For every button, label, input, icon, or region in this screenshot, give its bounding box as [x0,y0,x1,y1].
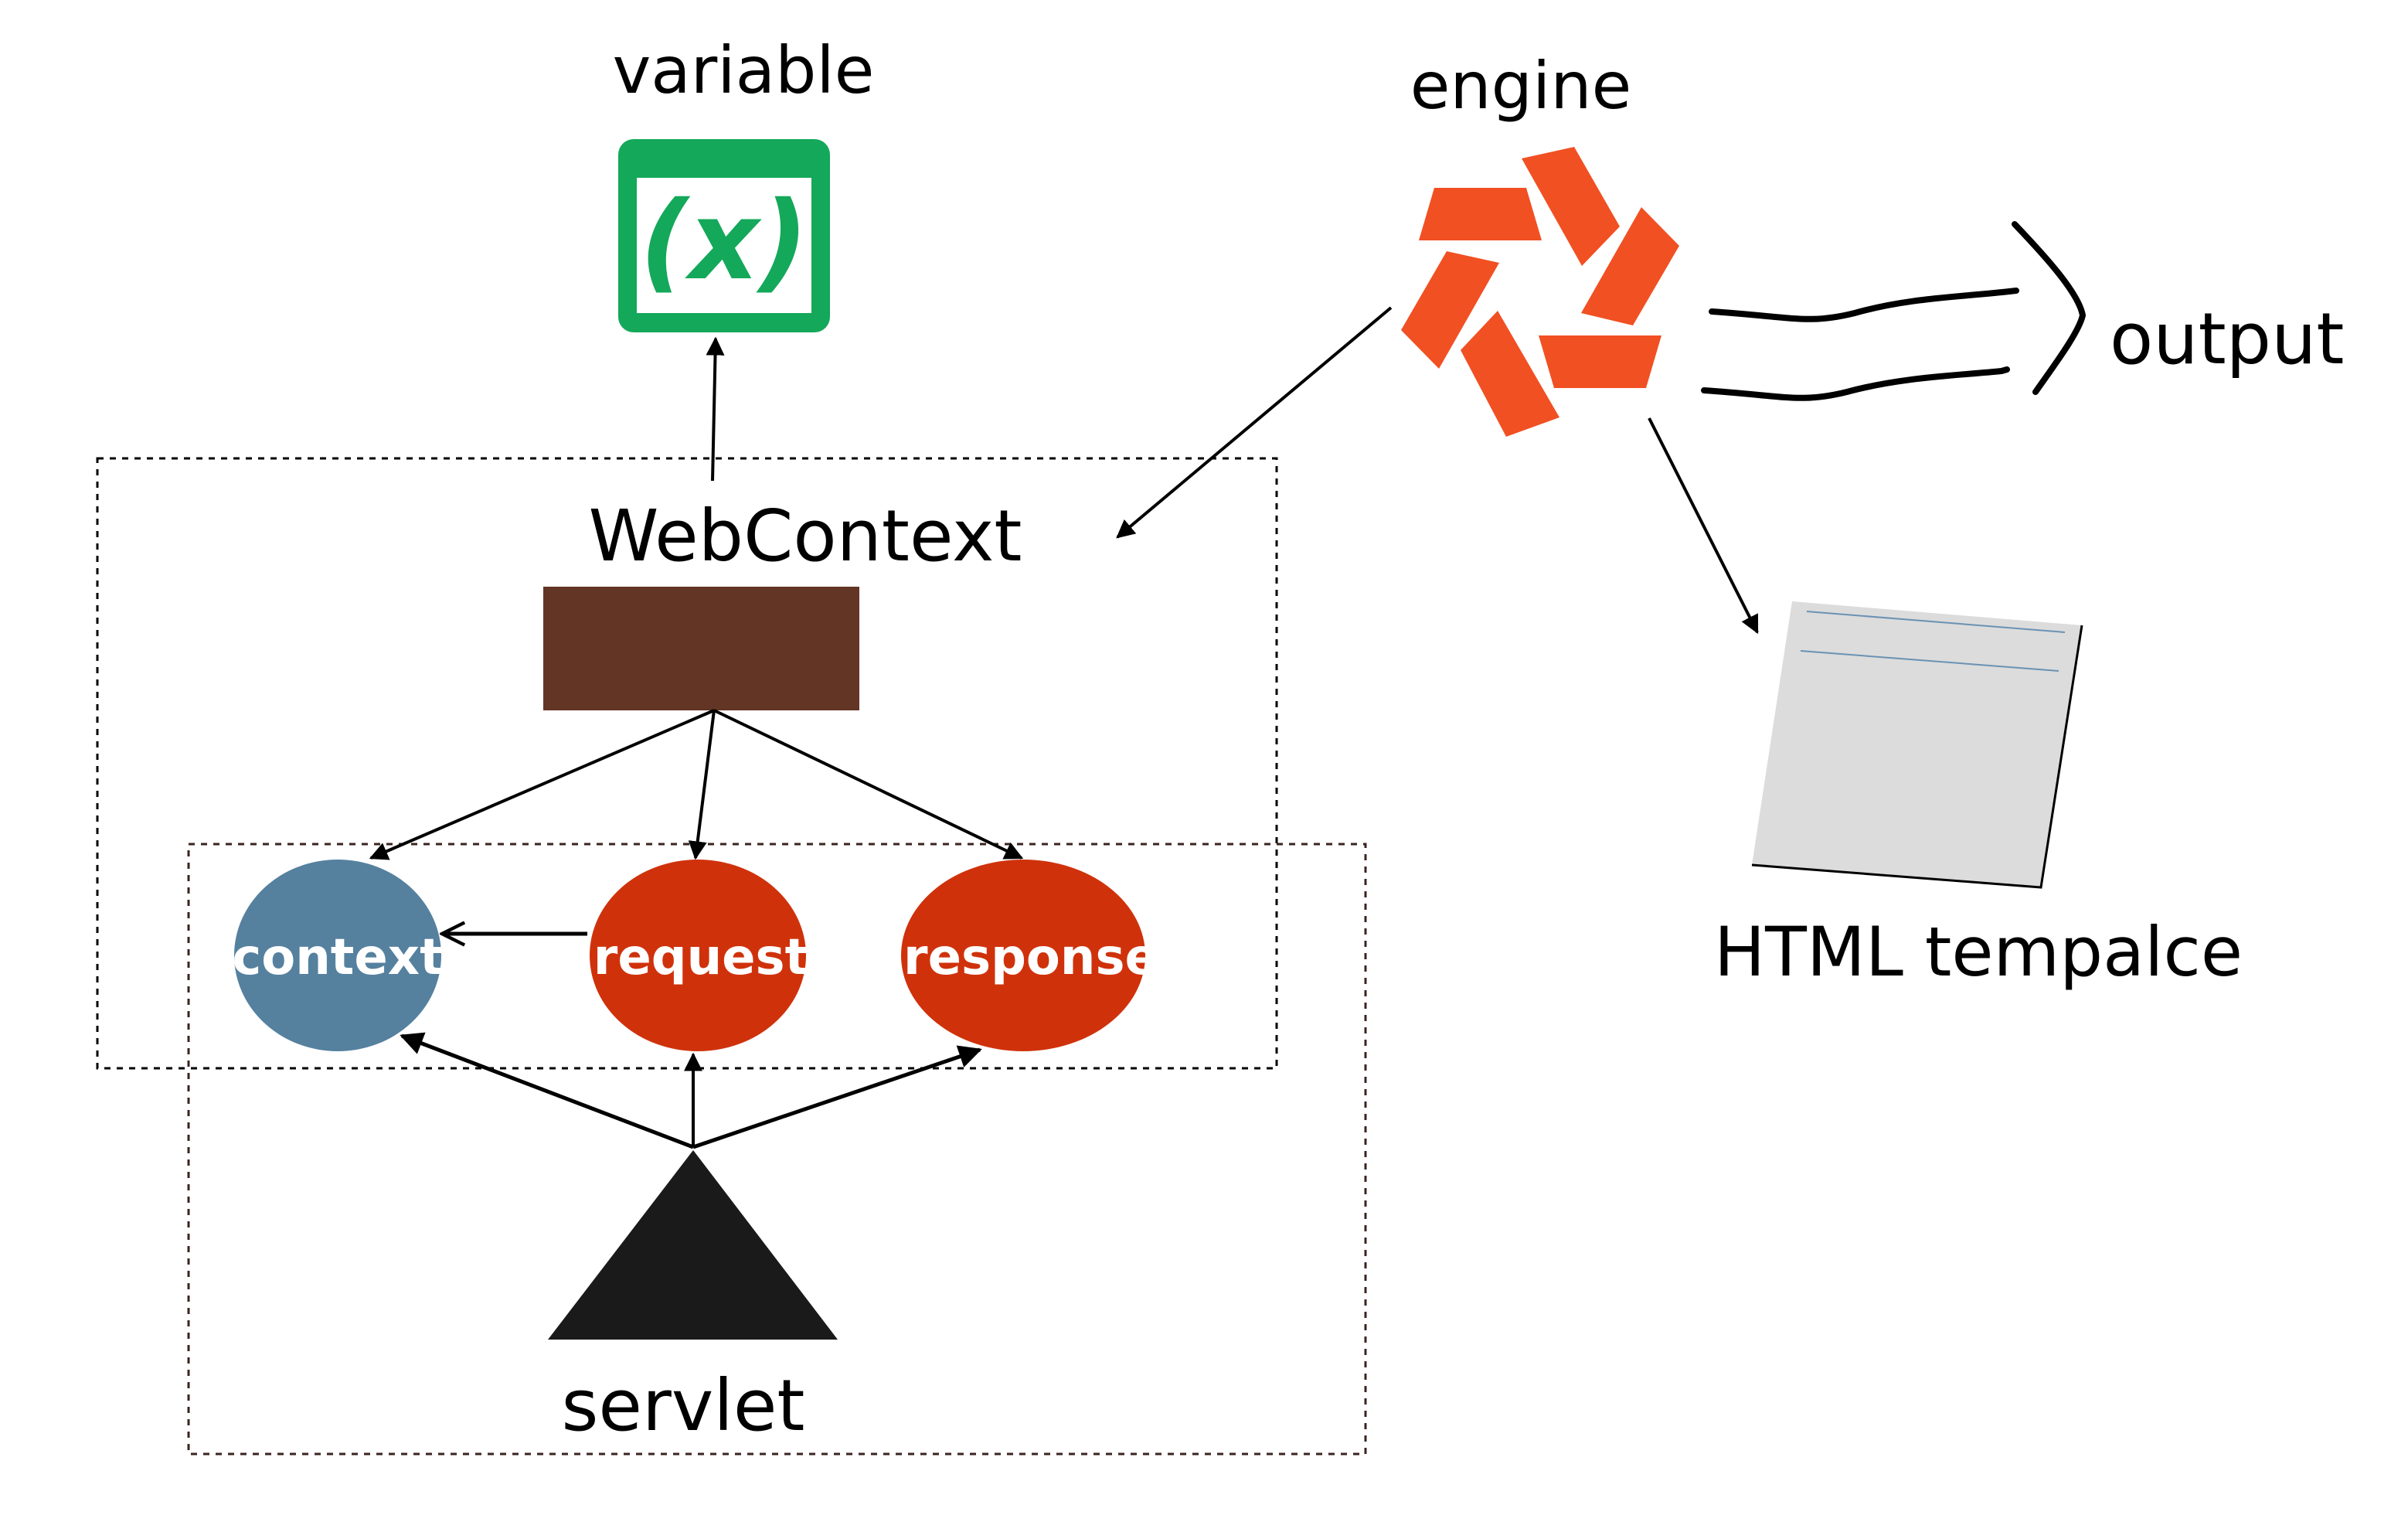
engine-to-webcontext-arrow [1116,306,1393,539]
response-node-label: response [903,929,1158,986]
html-template-label: HTML tempalce [1714,912,2243,992]
variable-icon: (x) [618,139,830,332]
context-node-label: context [232,929,443,986]
engine-label: engine [1410,48,1632,124]
variable-icon-glyph: (x) [640,179,808,305]
webcontext-to-request-arrow [688,710,716,860]
request-node-label: request [593,929,808,986]
output-label: output [2110,298,2344,380]
webcontext-to-response-arrow [713,709,1024,860]
servlet-label: servlet [561,1364,804,1447]
variable-label: variable [613,32,875,108]
output-arrow [1701,221,2087,401]
engine-icon [1401,147,1679,437]
request-node: request [590,860,808,1051]
webcontext-to-variable-arrow [706,336,725,482]
context-node: context [232,860,444,1051]
webcontext-label: WebContext [589,495,1022,577]
webcontext-to-context-arrow [369,709,715,860]
webcontext-box [543,587,859,710]
servlet-icon [548,1150,838,1340]
engine-to-template-arrow [1648,417,1759,635]
html-template-icon [1751,601,2083,889]
servlet-to-context-arrow [400,1032,694,1149]
servlet-boundary [187,843,1367,1456]
response-node: response [901,860,1158,1051]
servlet-to-response-arrow [692,1045,982,1149]
